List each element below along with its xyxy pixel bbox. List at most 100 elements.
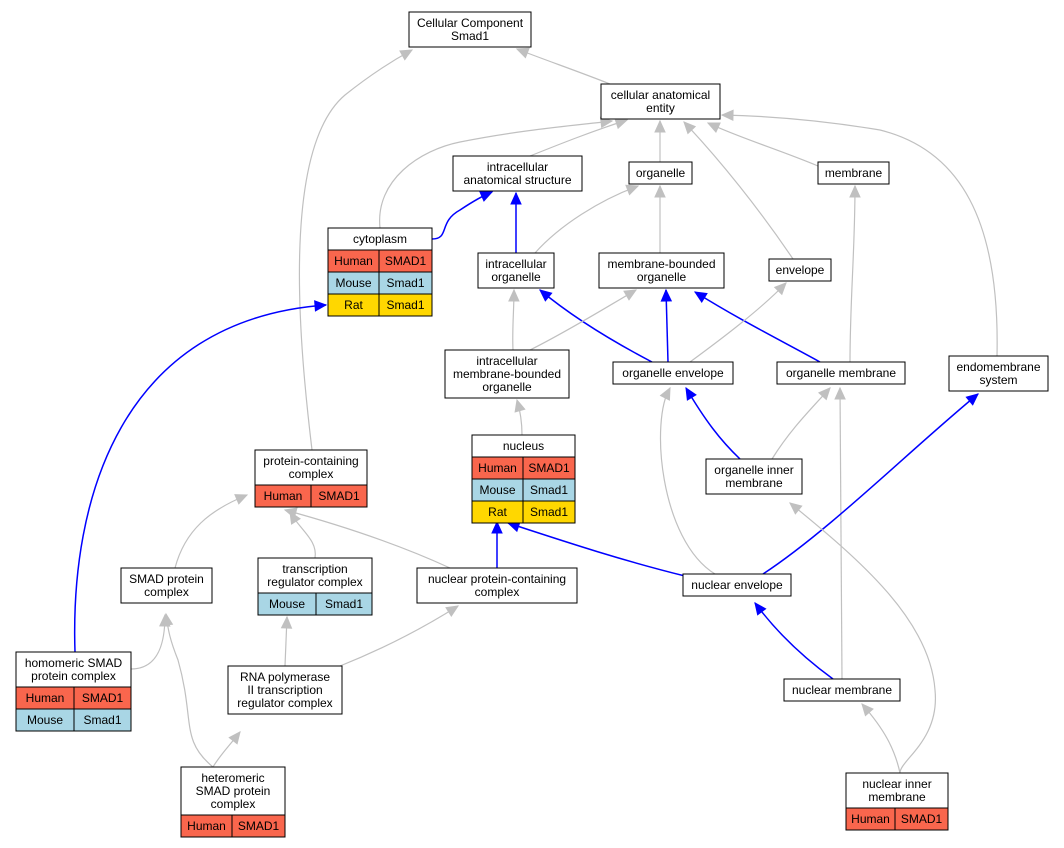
node-label-line: cytoplasm — [353, 232, 407, 246]
edge-pcc-to-cc — [298, 49, 413, 451]
species-name: Mouse — [269, 597, 305, 611]
node-box — [817, 161, 890, 185]
gene-symbol: Smad1 — [83, 713, 121, 727]
node-box — [682, 573, 792, 597]
edge-smad-to-pcc — [174, 494, 248, 569]
gene-symbol: Smad1 — [530, 483, 568, 497]
edge-homo-to-smad — [130, 614, 166, 670]
edge-arrowhead-38 — [861, 703, 874, 717]
gene-cell — [378, 293, 433, 317]
edge-arrowhead-2 — [614, 118, 629, 130]
edge-oim-to-omem — [771, 387, 831, 460]
node-env[interactable]: envelope — [768, 258, 832, 282]
node-box — [705, 458, 803, 495]
node-nenv[interactable]: nuclear envelope — [682, 573, 792, 597]
edge-arrowhead-6 — [683, 121, 697, 135]
edge-arrowhead-36 — [754, 602, 767, 616]
node-oenv[interactable]: organelle envelope — [612, 361, 734, 385]
node-box — [598, 252, 725, 289]
node-box — [416, 567, 578, 604]
node-box — [452, 155, 583, 192]
node-nmem[interactable]: nuclear membrane — [783, 678, 901, 702]
species-name: Human — [478, 461, 517, 475]
gene-cell — [73, 708, 132, 732]
edge-arrowhead-13 — [314, 300, 328, 312]
edge-arrowhead-14 — [508, 288, 520, 302]
edge-io-to-org — [534, 185, 639, 254]
node-org[interactable]: organelle — [628, 161, 693, 185]
node-omem[interactable]: organelle membrane — [776, 361, 906, 385]
edge-arrowhead-20 — [514, 398, 526, 413]
edge-arrowhead-1 — [399, 49, 414, 61]
node-label-line: anatomical structure — [463, 173, 571, 187]
edge-mem-to-cae — [707, 122, 819, 167]
gene-symbol: SMAD1 — [318, 489, 360, 503]
species-name: Human — [264, 489, 303, 503]
node-label-line: complex — [211, 797, 256, 811]
gene-cell — [231, 814, 286, 838]
node-label-line: envelope — [776, 263, 825, 277]
edge-arrowhead-12 — [849, 184, 861, 198]
gene-symbol: SMAD1 — [82, 691, 124, 705]
node-box — [783, 678, 901, 702]
node-label-line: SMAD protein — [129, 572, 204, 586]
node-label-line: nuclear membrane — [792, 683, 892, 697]
node-label-line: membrane-bounded — [453, 367, 561, 381]
species-name: Human — [187, 819, 226, 833]
edge-arrowhead-3 — [654, 119, 666, 133]
edge-nmem-to-omem — [839, 387, 843, 680]
node-box — [600, 83, 721, 120]
species-name: Rat — [488, 505, 507, 519]
edge-oim-to-oenv — [685, 387, 741, 460]
edge-arrowhead-33 — [161, 612, 174, 627]
edge-arrowhead-34 — [280, 615, 293, 629]
edge-arrowhead-15 — [539, 289, 553, 302]
edge-nmem-to-nenv — [754, 602, 834, 680]
gene-symbol: SMAD1 — [385, 254, 427, 268]
node-box — [180, 766, 286, 816]
gene-symbol: Smad1 — [386, 276, 424, 290]
node-mem[interactable]: membrane — [817, 161, 890, 185]
edge-arrowhead-9 — [510, 191, 522, 205]
edge-arrowhead-35 — [445, 605, 460, 617]
edge-nenv-to-nuc — [507, 522, 686, 577]
node-label-line: intracellular — [485, 257, 546, 271]
node-label-line: complex — [144, 585, 189, 599]
node-label-line: endomembrane — [956, 360, 1040, 374]
node-label-line: intracellular — [476, 354, 537, 368]
edge-nim-to-nmem — [861, 703, 901, 774]
edge-arrowhead-21 — [685, 386, 697, 401]
gene-symbol: SMAD1 — [901, 812, 943, 826]
edge-arrowhead-10 — [625, 184, 640, 196]
node-label-line: organelle — [637, 270, 687, 284]
edge-arrowhead-7 — [720, 109, 734, 122]
node-label-line: organelle — [636, 166, 686, 180]
edge-arrowhead-30 — [283, 507, 298, 519]
edges-layer — [73, 47, 998, 774]
gene-cell — [315, 592, 373, 616]
node-box — [227, 665, 343, 715]
species-name: Mouse — [27, 713, 63, 727]
node-box — [612, 361, 734, 385]
node-label-line: regulator complex — [267, 575, 362, 589]
edge-nenv-to-endo — [762, 393, 979, 575]
